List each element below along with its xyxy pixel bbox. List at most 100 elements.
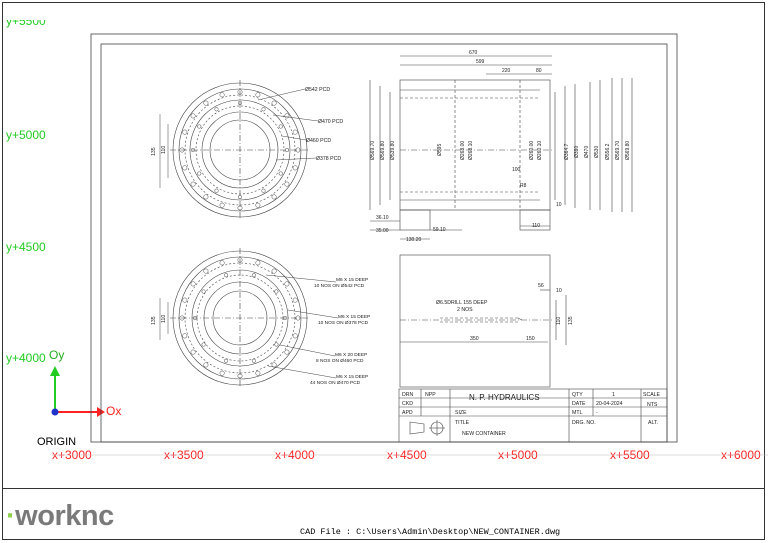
flange-bottom-holes — [179, 257, 301, 379]
cad-viewport[interactable]: y+5500 y+5000 y+4500 y+4000 x+3000 x+350… — [0, 0, 768, 488]
note: M6 X 20 DEEP — [335, 352, 367, 358]
dim-label: 36.10 — [376, 215, 389, 221]
footer-divider — [2, 488, 765, 489]
logo-text: worknc — [15, 500, 114, 532]
bolt-hole — [261, 107, 266, 112]
dim-label: 350 — [470, 336, 479, 342]
bolt-hole — [282, 315, 288, 321]
dim-label: 110 — [161, 315, 167, 323]
bolt-hole — [292, 297, 298, 303]
bolt-hole — [274, 342, 279, 347]
bolt-hole — [182, 297, 188, 303]
y-axis-label: y+5500 — [6, 14, 46, 28]
dim-label: 135 — [151, 147, 157, 156]
note: M6 X 15 DEEP — [336, 374, 368, 380]
bolt-hole — [255, 202, 261, 208]
bolt-hole — [237, 194, 243, 200]
cad-file-path: CAD File : C:\Users\Admin\Desktop\NEW_CO… — [300, 527, 561, 537]
dim-label: Ø569.70 — [615, 141, 621, 160]
x-axis-name: Ox — [106, 404, 122, 418]
side-section-view — [369, 55, 633, 240]
ucs-icon — [50, 366, 105, 417]
y-axis-label: y+4500 — [6, 240, 46, 254]
y-axis-name: Oy — [49, 348, 65, 362]
dim-label: Ø530 — [594, 146, 600, 158]
dim-label: Ø569.80 — [380, 141, 386, 160]
title-block — [398, 388, 668, 443]
bolt-hole — [224, 358, 229, 363]
bolt-hole — [179, 147, 185, 153]
note: M6 X 15 DEEP — [336, 277, 368, 283]
tb-qty-value: 1 — [612, 392, 615, 398]
section-view-bottom — [399, 254, 567, 388]
bolt-hole — [224, 273, 229, 278]
bolt-hole — [203, 362, 209, 368]
pcd-label: Ø542 PCD — [305, 87, 330, 93]
drawing-canvas: Ø542 PCD Ø470 PCD Ø460 PCD Ø378 PCD 135 … — [50, 33, 768, 456]
dim-label: Ø390 — [574, 146, 580, 158]
bolt-hole — [292, 129, 298, 135]
tb-size-label: SIZE — [455, 410, 467, 416]
dim-label: 10 — [556, 202, 562, 208]
bolt-hole — [190, 181, 196, 187]
bolt-hole — [214, 188, 219, 193]
bolt-hole — [237, 205, 243, 211]
tb-title-value: NEW CONTAINER — [462, 431, 506, 437]
tb-scale-value: NTS — [647, 402, 658, 408]
tb-scale-label: SCALE — [643, 392, 661, 398]
bolt-hole — [284, 147, 290, 153]
bolt-hole — [190, 349, 196, 355]
dim-label: 150 — [526, 336, 535, 342]
bolt-hole — [255, 370, 261, 376]
dim-label: 10 — [556, 288, 562, 294]
note: 8 NOS ON Ø460 PCD — [316, 358, 364, 364]
bolt-hole — [219, 370, 225, 376]
pcd-label: Ø378 PCD — [316, 156, 341, 162]
bolt-hole — [284, 181, 290, 187]
bolt-hole — [271, 362, 277, 368]
tb-mtl-label: MTL — [572, 410, 582, 416]
bolt-hole — [255, 260, 261, 266]
bolt-hole — [251, 358, 256, 363]
bolt-hole — [203, 194, 209, 200]
tb-company: N. P. HYDRAULICS — [469, 393, 540, 402]
dim-label: 110 — [556, 317, 562, 325]
bolt-hole — [278, 124, 283, 129]
pcd-label: Ø470 PCD — [318, 119, 343, 125]
bolt-hole — [292, 165, 298, 171]
dim-label: 100 — [512, 167, 521, 173]
bolt-hole — [219, 202, 225, 208]
bolt-hole — [237, 89, 243, 95]
bolt-hole — [237, 373, 243, 379]
worknc-logo: ·worknc — [6, 500, 114, 532]
dim-label: Ø268.10 — [468, 141, 474, 160]
dim-label: Ø260.00 — [529, 141, 535, 160]
tb-alt-label: ALT. — [648, 420, 658, 426]
bolt-hole — [251, 273, 256, 278]
bolt-hole — [219, 92, 225, 98]
bolt-hole — [274, 289, 279, 294]
dim-label: 670 — [469, 50, 478, 56]
bolt-hole — [190, 281, 196, 287]
tb-apd-label: APD — [402, 410, 413, 416]
dim-label: 220 — [502, 68, 511, 74]
dim-label: Ø268.00 — [460, 141, 466, 160]
pcd-label: Ø460 PCD — [306, 138, 331, 144]
bolt-hole — [182, 165, 188, 171]
tb-drgno-label: DRG. NO. — [572, 420, 596, 426]
note: 10 NOS ON Ø378 PCD — [318, 320, 369, 326]
dim-label: 59.10 — [433, 227, 446, 233]
tb-mtl-value: - — [596, 410, 598, 416]
bolt-hole — [271, 194, 277, 200]
note: 10 NOS ON Ø542 PCD — [314, 283, 365, 289]
bolt-hole — [192, 315, 198, 321]
tb-drn-value: NPP — [425, 392, 436, 398]
drill-qty: 2 NOS — [457, 307, 473, 313]
y-axis-label: y+5000 — [6, 128, 46, 142]
bolt-hole — [284, 113, 290, 119]
bolt-hole — [292, 333, 298, 339]
note: M6 X 15 DEEP — [338, 314, 370, 320]
dim-label: Ø470 — [584, 146, 590, 158]
bolt-hole — [284, 349, 290, 355]
